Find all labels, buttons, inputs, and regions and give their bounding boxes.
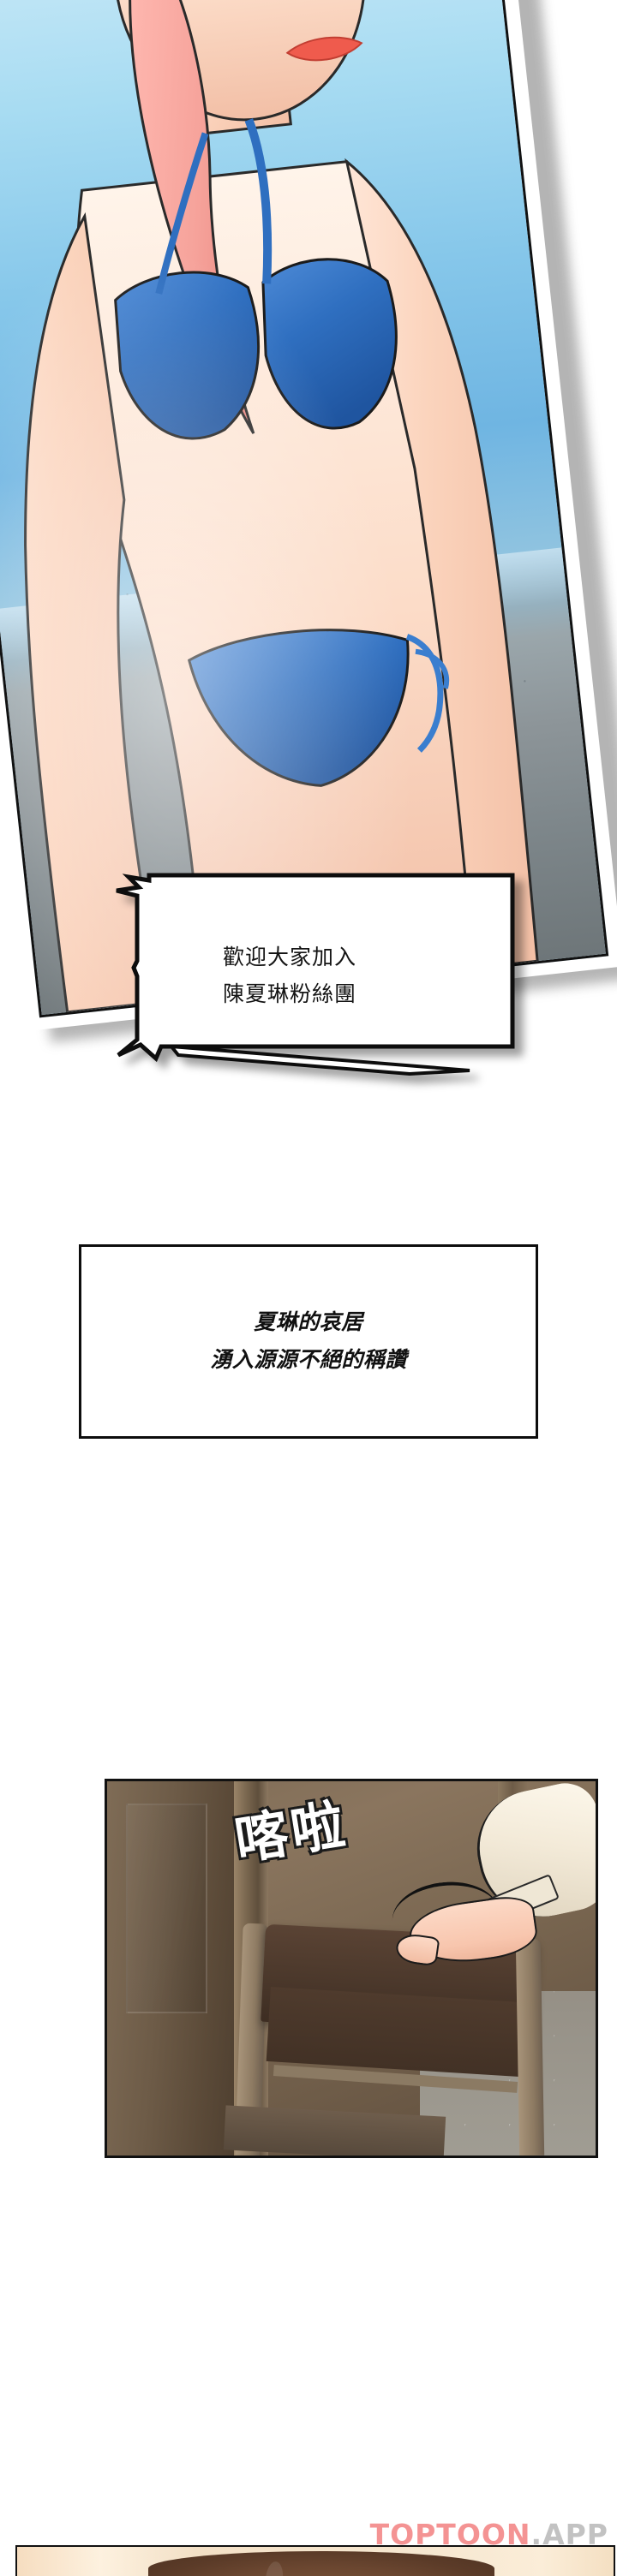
toptoon-watermark: TOPTOON.APP (370, 2520, 608, 2549)
caption-text-narration: 夏琳的哀居 湧入源源不絕的稱讚 (210, 1309, 407, 1372)
chair-backrest-lower (266, 1987, 524, 2078)
panel-soft-light (0, 0, 606, 1016)
door-inset-molding (125, 1804, 207, 2013)
chair-leg-right (515, 1938, 544, 2156)
hair-highlight (264, 2561, 285, 2576)
panel-chair-door: 喀啦 (105, 1779, 598, 2158)
bubble-text-welcome: 歡迎大家加入 陳夏琳粉絲團 (222, 945, 356, 1006)
panel-next-sliver (15, 2545, 615, 2576)
character-illustration (24, 0, 539, 1014)
bubble-shape (116, 873, 515, 1076)
panel-pool-photo (0, 0, 617, 1043)
watermark-suffix: .APP (530, 2518, 608, 2551)
caption-box: 夏琳的哀居 湧入源源不絕的稱讚 (79, 1244, 538, 1439)
character-hair-top (148, 2550, 494, 2576)
panel-artwork-pool (0, 0, 609, 1018)
speech-bubble-welcome: 歡迎大家加入 陳夏琳粉絲團 (67, 873, 515, 1076)
door-panel (107, 1781, 239, 2156)
watermark-brand: TOPTOON (369, 2518, 531, 2551)
